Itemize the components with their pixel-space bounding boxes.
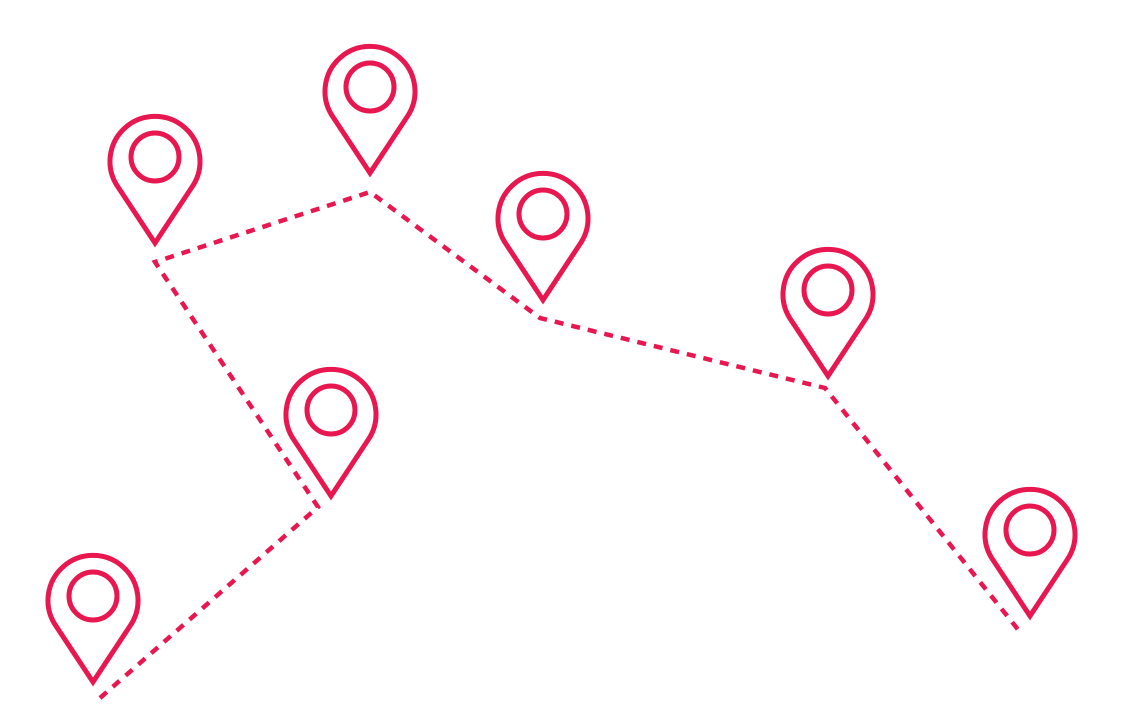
map-pin-icon <box>322 43 418 178</box>
map-pin-inner-circle <box>128 130 182 184</box>
map-pin-inner-circle <box>66 569 120 623</box>
map-pin-inner-circle <box>516 187 570 241</box>
map-pin-inner-circle <box>1003 503 1057 557</box>
map-pin-icon <box>283 366 379 501</box>
map-pin-inner-circle <box>801 263 855 317</box>
map-pin-inner-circle <box>343 60 397 114</box>
map-pin-icon <box>780 246 876 381</box>
map-pin-inner-circle <box>304 383 358 437</box>
map-pin-icon <box>45 552 141 687</box>
dashed-route-line <box>98 189 1022 700</box>
map-pin-icon <box>107 113 203 248</box>
map-pin-icon <box>495 170 591 305</box>
map-pin-icon <box>982 486 1078 621</box>
